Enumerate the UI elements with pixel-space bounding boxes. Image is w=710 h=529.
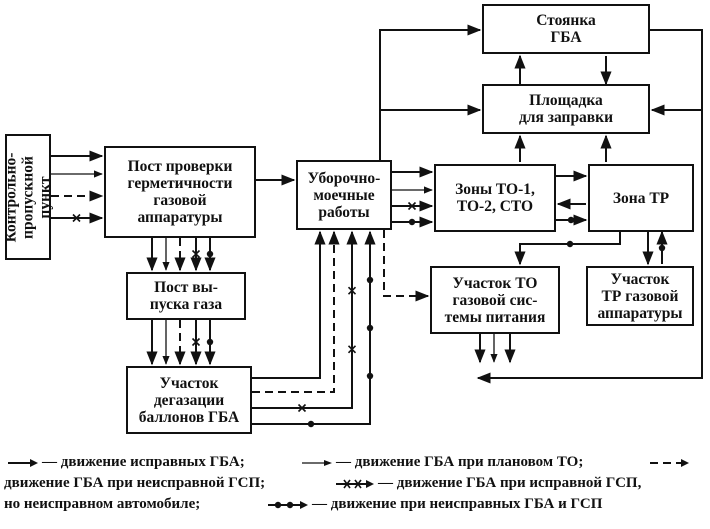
checkpoint-label: Контрольно- пропускной пункт (2, 152, 54, 242)
flow-degas-to-washing-1 (252, 230, 326, 379)
maintenance-box: Зоны ТО-1, ТО-2, СТО (434, 164, 556, 232)
legend-item-3: движение ГБА при неисправной ГСП; (4, 475, 266, 491)
tightness-check-box: Пост проверки герметичности газовой аппа… (104, 146, 256, 238)
tightness-check-label: Пост проверки герметичности газовой аппа… (127, 158, 233, 226)
flow-dot (408, 218, 416, 226)
washing-box: Уборочно- моечные работы (296, 160, 392, 230)
flow-cross (347, 345, 357, 354)
flow-degas-to-washing-3 (252, 230, 358, 409)
flow-cross (191, 337, 201, 347)
legend-line-1: — движение исправных ГБА; — движение ГБА… (0, 452, 710, 473)
flow-washing-to-parking (379, 24, 482, 160)
checkpoint-box: Контрольно- пропускной пункт (2, 134, 54, 260)
parking-box: Стоянка ГБА (482, 4, 650, 54)
refuel-box: Площадка для заправки (482, 84, 650, 134)
legend-item-4-cont: но неисправном автомобиле; (4, 496, 201, 512)
flow-dot (658, 244, 666, 252)
flow-cross (297, 403, 307, 413)
flow-cross (191, 249, 201, 259)
flow-washing-to-fuel (383, 230, 430, 302)
fuel-system-box: Участок ТО газовой сис- темы питания (430, 266, 560, 334)
degassing-label: Участок дегазации баллонов ГБА (138, 374, 240, 426)
flow-repair-to-fuel (514, 232, 621, 266)
legend-item-1: — движение исправных ГБА; (42, 454, 245, 470)
flow-dot (567, 216, 575, 224)
solid-arrow-icon (8, 459, 38, 467)
refuel-label: Площадка для заправки (518, 92, 614, 126)
fuel-system-label: Участок ТО газовой сис- темы питания (444, 274, 546, 326)
flow-dot (366, 276, 374, 284)
washing-label: Уборочно- моечные работы (307, 169, 381, 221)
legend-line-2: движение ГБА при неисправной ГСП; — движ… (0, 473, 710, 494)
legend-line-3: но неисправном автомобиле; — движение пр… (0, 494, 710, 515)
crossed-arrow-icon (336, 479, 374, 489)
legend: — движение исправных ГБА; — движение ГБА… (0, 452, 710, 515)
flow-cross (72, 213, 81, 223)
flow-dot (206, 250, 214, 258)
repair-zone-box: Зона ТР (588, 164, 694, 232)
flow-dot (366, 324, 374, 332)
legend-item-4: — движение ГБА при исправной ГСП, (378, 475, 642, 491)
flow-cross (347, 286, 357, 295)
parking-label: Стоянка ГБА (536, 12, 596, 46)
thin-arrow-icon (302, 460, 332, 466)
gas-equipment-repair-box: Участок ТР газовой аппаратуры (586, 266, 694, 326)
flow-degas-to-washing-4 (252, 230, 376, 425)
flow-dot (206, 338, 214, 346)
legend-item-2: — движение ГБА при плановом ТО; (336, 454, 584, 470)
legend-item-5: — движение при неисправных ГБА и ГСП (312, 496, 603, 512)
flow-degas-to-washing-2 (252, 230, 340, 393)
flow-dot (307, 420, 315, 428)
gas-release-box: Пост вы- пуска газа (126, 272, 246, 320)
maintenance-label: Зоны ТО-1, ТО-2, СТО (455, 181, 535, 215)
dashed-arrow-icon (650, 459, 689, 467)
dotted-arrow-icon (268, 501, 308, 509)
flow-cross (407, 201, 417, 211)
flow-dot (566, 240, 574, 248)
repair-zone-label: Зона ТР (612, 189, 670, 207)
gas-release-label: Пост вы- пуска газа (149, 279, 223, 313)
flow-dot (366, 372, 374, 380)
degassing-box: Участок дегазации баллонов ГБА (126, 366, 252, 434)
flow-parking-loop (476, 29, 703, 384)
gas-equipment-repair-label: Участок ТР газовой аппаратуры (597, 270, 683, 322)
